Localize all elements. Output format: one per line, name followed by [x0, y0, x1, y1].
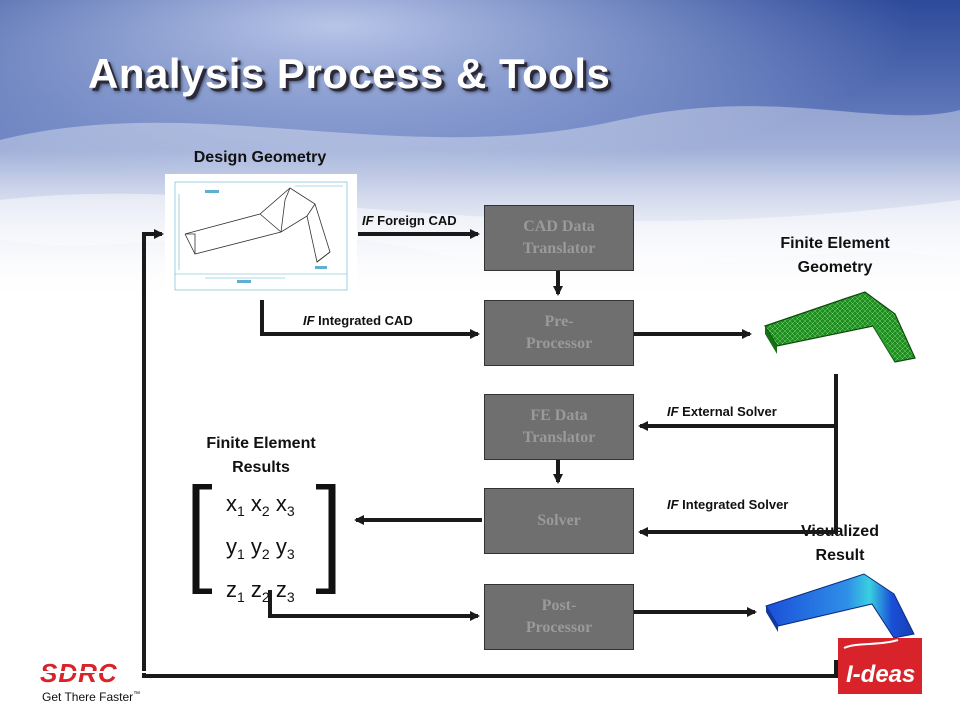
- matrix-cell-z3: z: [275, 577, 287, 602]
- visualized-result-label: Visualized Result: [770, 520, 910, 568]
- matrix-cell-x1: x: [226, 491, 237, 516]
- fe-translator-line2: Translator: [522, 429, 596, 446]
- integrated-solver-condition: IF Integrated Solver: [667, 497, 788, 512]
- cad-translator-line1: CAD Data: [523, 218, 595, 235]
- matrix-row-3: z1 z2 z3: [226, 572, 326, 615]
- fe-geometry-label: Finite Element Geometry: [750, 232, 920, 280]
- matrix-sub: 3: [286, 589, 295, 605]
- cad-translator-line2: Translator: [522, 240, 596, 257]
- matrix-sub: 2: [261, 546, 270, 562]
- preprocessor-line1: Pre-: [544, 313, 574, 330]
- slide-title: Analysis Process & Tools: [88, 50, 611, 97]
- matrix-cell-z1: z: [226, 577, 237, 602]
- matrix-sub: 3: [286, 546, 295, 562]
- matrix-sub: 3: [286, 503, 295, 519]
- fe-geometry-label-line1: Finite Element: [780, 235, 890, 252]
- postprocessor-line1: Post-: [541, 597, 577, 614]
- ideas-logo-background: [838, 638, 922, 694]
- design-geometry-label: Design Geometry: [193, 149, 327, 166]
- fe-translator-line1: FE Data: [530, 407, 588, 424]
- postprocessor-box: Post- Processor: [484, 584, 634, 650]
- integrated-cad-text: Integrated CAD: [314, 313, 413, 328]
- trademark-symbol: ™: [133, 691, 141, 698]
- matrix-sub: 1: [237, 546, 245, 562]
- matrix-right-bracket: [316, 484, 336, 594]
- fe-results-label: Finite Element Results: [176, 432, 346, 480]
- foreign-cad-text: Foreign CAD: [373, 213, 457, 228]
- matrix-left-bracket: [192, 484, 212, 594]
- integrated-solver-if: IF: [667, 497, 679, 512]
- integrated-cad-arrow: [260, 300, 480, 339]
- matrix-row-2: y1 y2 y3: [226, 529, 326, 572]
- fe-mesh-model: [764, 291, 916, 363]
- solver-box: Solver: [484, 488, 634, 554]
- external-solver-condition: IF External Solver: [667, 404, 777, 419]
- matrix-sub: 1: [237, 589, 245, 605]
- fe-results-label-line1: Finite Element: [206, 435, 316, 452]
- integrated-cad-condition: IF Integrated CAD: [303, 313, 413, 328]
- fe-geometry-label-line2: Geometry: [797, 259, 873, 276]
- preprocessor-line2: Processor: [525, 335, 593, 352]
- matrix-sub: 1: [237, 503, 245, 519]
- external-solver-text: External Solver: [678, 404, 777, 419]
- results-to-postprocessor-arrow: [268, 590, 480, 621]
- fe-results-label-line2: Results: [232, 459, 290, 476]
- sdrc-logo: SDRC: [40, 660, 146, 686]
- ideas-logo-text: I-deas: [846, 661, 915, 688]
- design-geometry-drawing: [165, 174, 357, 298]
- matrix-cell-x2: x: [250, 491, 262, 516]
- integrated-cad-if: IF: [303, 313, 315, 328]
- ideas-logo: I-deas: [838, 638, 922, 694]
- ideas-logo-swoosh: [843, 639, 899, 649]
- matrix-sub: 2: [261, 589, 270, 605]
- sdrc-logo-stripe: [40, 671, 146, 673]
- external-solver-if: IF: [667, 404, 679, 419]
- visualized-result-label-line1: Visualized: [801, 523, 879, 540]
- results-matrix: x1 x2 x3 y1 y2 y3 z1 z2 z3: [226, 486, 326, 615]
- matrix-cell-y2: y: [250, 534, 262, 559]
- foreign-cad-condition: IF Foreign CAD: [362, 213, 457, 228]
- matrix-cell-y3: y: [275, 534, 287, 559]
- tagline-text: Get There Faster: [42, 690, 134, 704]
- visualized-result-model: [765, 573, 915, 639]
- matrix-cell-x3: x: [275, 491, 287, 516]
- sdrc-tagline: Get There Faster™: [42, 690, 140, 704]
- visualized-result-label-line2: Result: [815, 547, 865, 564]
- matrix-row-1: x1 x2 x3: [226, 486, 326, 529]
- foreign-cad-if: IF: [362, 213, 374, 228]
- matrix-cell-y1: y: [226, 534, 237, 559]
- integrated-solver-text: Integrated Solver: [678, 497, 789, 512]
- preprocessor-box: Pre- Processor: [484, 300, 634, 366]
- postprocessor-line2: Processor: [525, 619, 593, 636]
- matrix-cell-z2: z: [250, 577, 262, 602]
- solver-line1: Solver: [537, 512, 581, 529]
- feedback-loop-arrow: [142, 229, 838, 678]
- matrix-sub: 2: [261, 503, 270, 519]
